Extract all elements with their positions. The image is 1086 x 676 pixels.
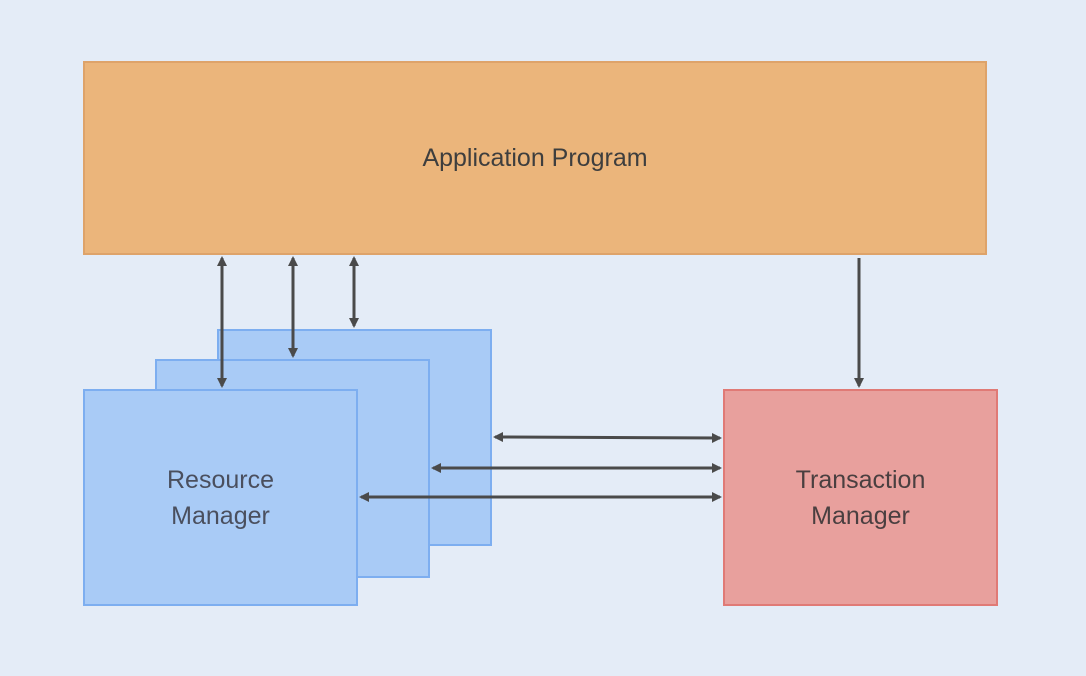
transaction-manager-label: Transaction Manager [795,465,926,530]
transaction-manager-box: Transaction Manager [723,389,998,606]
resource-manager-label: Resource Manager [167,465,274,530]
application-program-label: Application Program [422,144,648,172]
application-program-box: Application Program [83,61,987,255]
resource-manager-box-front: Resource Manager [83,389,358,606]
rm-back-tm-arrow [493,432,722,443]
